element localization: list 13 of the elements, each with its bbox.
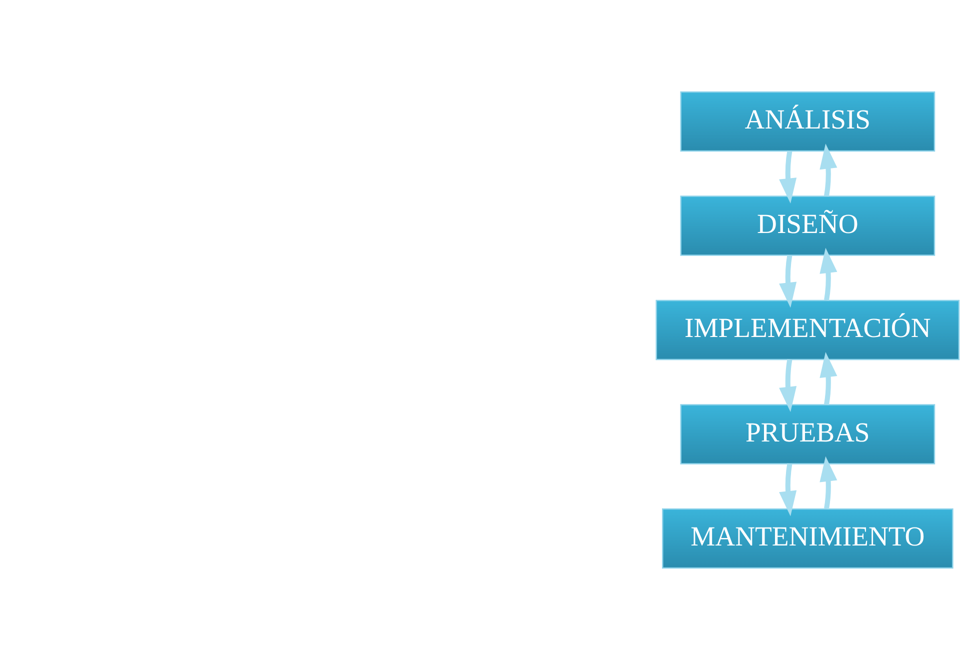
node-box: PRUEBAS bbox=[680, 404, 935, 464]
arrow bbox=[778, 254, 796, 308]
arrow bbox=[819, 144, 837, 196]
arrow bbox=[819, 248, 837, 301]
arrow bbox=[778, 463, 796, 516]
node-box: DISEÑO bbox=[680, 196, 935, 256]
arrow bbox=[778, 359, 796, 412]
arrow bbox=[819, 352, 837, 405]
arrow bbox=[778, 150, 796, 204]
node-box: MANTENIMIENTO bbox=[662, 508, 953, 569]
node-box: ANÁLISIS bbox=[680, 91, 935, 152]
node-box: IMPLEMENTACIÓN bbox=[655, 300, 960, 360]
arrow bbox=[819, 456, 837, 510]
